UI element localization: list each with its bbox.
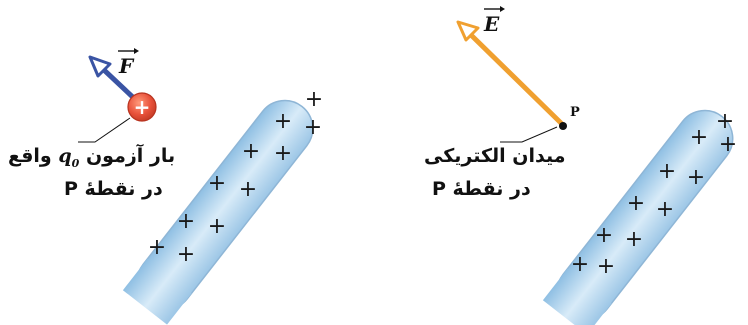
right-rod-plus-2: + bbox=[719, 132, 737, 157]
q-subscript: 0 bbox=[71, 156, 80, 170]
left-rod-plus-2: + bbox=[304, 115, 322, 140]
left-rod-plus-3: + bbox=[242, 139, 260, 164]
caption-located-text: واقع bbox=[8, 145, 52, 167]
left-rod-plus-0: + bbox=[305, 87, 323, 112]
right-caption-line1: میدان الکتریکی bbox=[424, 145, 566, 167]
right-rod-plus-1: + bbox=[690, 125, 708, 150]
right-charged-rod bbox=[542, 109, 734, 325]
left-rod-charges: + + + + + + + + + + + bbox=[148, 87, 323, 267]
left-rod-plus-9: + bbox=[148, 235, 166, 260]
right-rod-plus-0: + bbox=[716, 109, 734, 134]
left-leader-line bbox=[78, 117, 131, 143]
caption-test-charge-text: بار آزمون bbox=[85, 145, 176, 167]
left-caption-line2: در نقطهٔ P bbox=[64, 178, 163, 200]
left-rod-plus-6: + bbox=[239, 177, 257, 202]
field-arrow bbox=[456, 20, 565, 127]
test-charge-ball: + bbox=[127, 92, 157, 122]
right-leader-line bbox=[500, 126, 558, 143]
svg-text:+: + bbox=[134, 95, 151, 119]
right-rod-plus-8: + bbox=[625, 227, 643, 252]
right-rod-plus-10: + bbox=[597, 254, 615, 279]
right-caption-line2: در نقطهٔ P bbox=[432, 178, 531, 200]
point-p-dot bbox=[559, 122, 567, 130]
svg-text:F: F bbox=[118, 54, 135, 78]
left-rod-plus-4: + bbox=[274, 141, 292, 166]
right-rod-plus-7: + bbox=[595, 223, 613, 248]
caption-q-symbol: q0 bbox=[58, 145, 80, 170]
force-label: F bbox=[118, 48, 139, 78]
point-p-label: P bbox=[570, 105, 580, 120]
left-rod-plus-7: + bbox=[177, 209, 195, 234]
right-rod-plus-3: + bbox=[658, 159, 676, 184]
svg-text:E: E bbox=[483, 12, 500, 36]
left-rod-plus-8: + bbox=[208, 214, 226, 239]
right-rod-plus-4: + bbox=[687, 165, 705, 190]
left-rod-plus-1: + bbox=[274, 109, 292, 134]
right-rod-plus-5: + bbox=[627, 191, 645, 216]
field-label: E bbox=[483, 6, 505, 36]
left-caption-line1: بار آزمون q0 واقع bbox=[8, 145, 175, 170]
left-rod-plus-5: + bbox=[208, 171, 226, 196]
left-rod-plus-10: + bbox=[177, 242, 195, 267]
left-charged-rod bbox=[122, 99, 314, 325]
q-symbol: q bbox=[58, 145, 72, 167]
right-rod-plus-9: + bbox=[571, 252, 589, 277]
right-rod-plus-6: + bbox=[656, 197, 674, 222]
right-rod-charges: +++++++++++ bbox=[571, 109, 737, 279]
